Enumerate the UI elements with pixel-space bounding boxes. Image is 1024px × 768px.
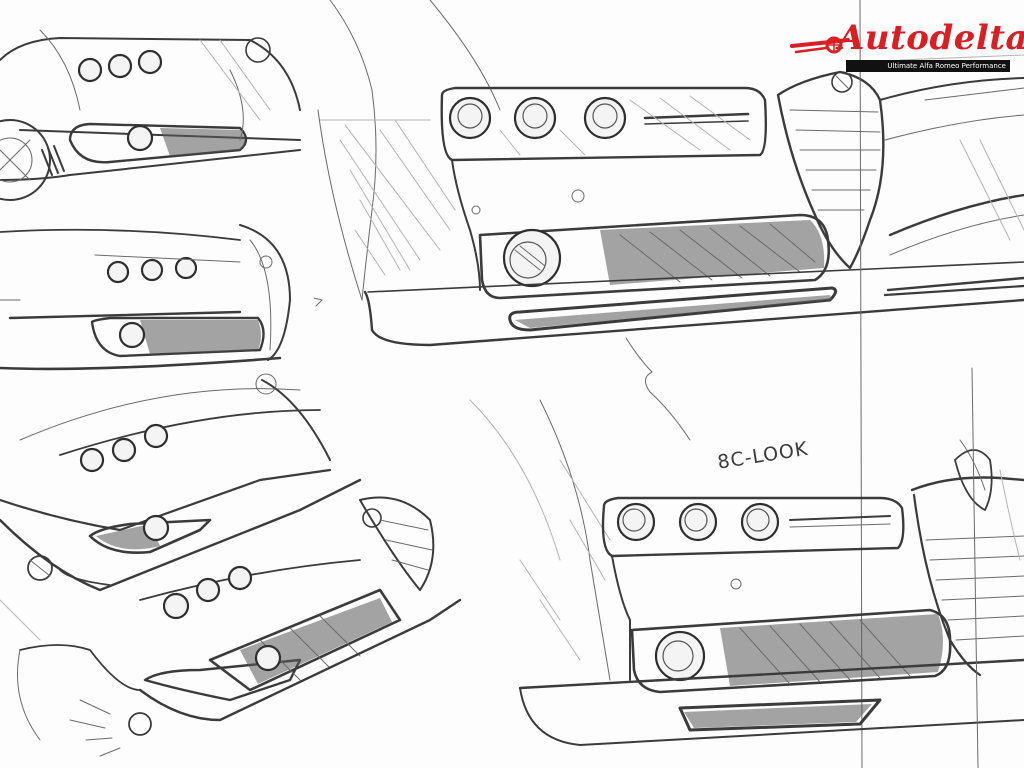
middle-left-sketch bbox=[0, 224, 291, 371]
top-left-sketch bbox=[0, 29, 301, 201]
logo-wordmark: Autodelta bbox=[838, 18, 1024, 58]
bottom-left-sketch bbox=[0, 373, 462, 757]
logo-tagline: Ultimate Alfa Romeo Performance bbox=[846, 60, 1010, 72]
autodelta-logo: Autodelta Ultimate Alfa Romeo Performanc… bbox=[790, 18, 1024, 76]
main-front-sketch bbox=[313, 0, 1024, 768]
logo-swoosh-icon bbox=[790, 36, 850, 54]
bottom-right-sketch bbox=[469, 367, 1024, 768]
